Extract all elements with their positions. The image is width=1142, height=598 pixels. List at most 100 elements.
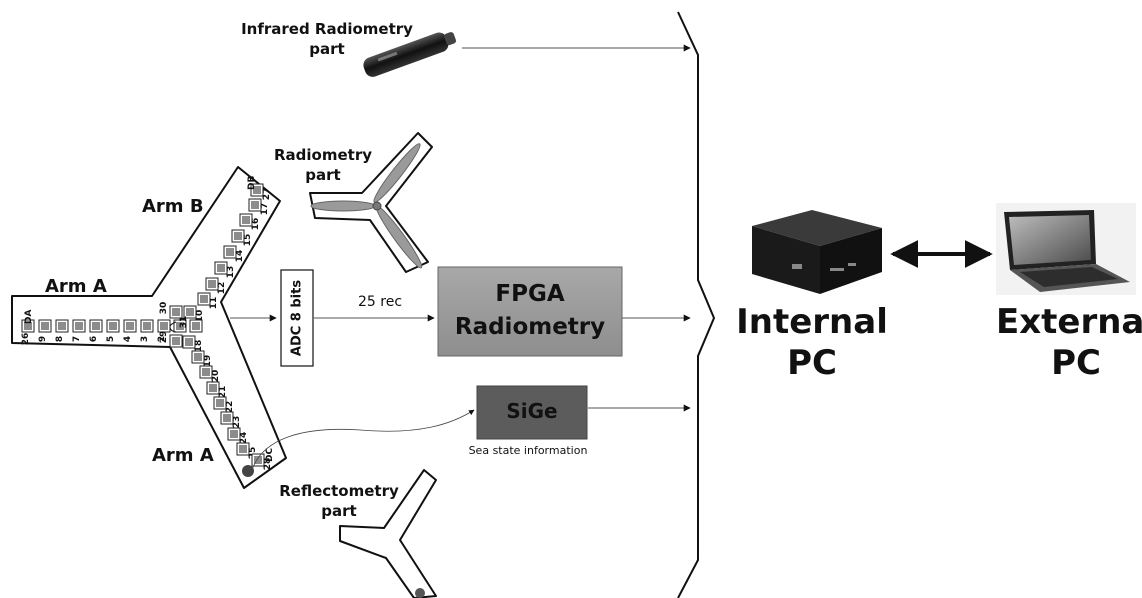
antenna-element: 3 [140,319,154,342]
antenna-element: 4 [123,319,137,342]
radiometry-label-line1: Radiometry [274,146,372,164]
sige-label: SiGe [506,399,557,423]
antenna-element: 26 [21,319,35,346]
antenna-element: 20 [199,365,221,382]
arm-c-marker: DC [265,448,275,462]
arm-a-top-label: Arm A [45,276,107,297]
sea-state-label: Sea state information [469,444,588,457]
antenna-element: 27 [250,183,272,201]
antenna-element: 6 [89,319,103,342]
reflectometry-label-line2: part [321,502,356,520]
antenna-element-number: 14 [235,250,245,263]
antenna-element: 11 [197,292,219,310]
antenna-element: 14 [223,245,245,263]
antenna-element: 10 [183,305,205,323]
infrared-radiometry-part: Infrared Radiometry part [241,20,691,77]
fpga-radiometry-block: FPGA Radiometry [437,266,623,357]
antenna-element-number: 13 [226,266,236,279]
antenna-element: 13 [214,261,236,279]
antenna-element: 17 [248,198,270,216]
antenna-element: 2 [157,319,171,342]
reflectometry-label-line1: Reflectometry [279,482,399,500]
antenna-element: 7 [72,319,86,342]
antenna-element-number: 2 [157,336,167,342]
reflectometry-part: Reflectometry part [279,469,437,598]
antenna-element-number: 21 [218,386,228,399]
radiometry-blade-left [310,200,376,212]
antenna-element-number: 12 [217,282,227,295]
radiometry-label-line2: part [305,166,340,184]
laptop-icon [996,203,1136,295]
infrared-radiometer-icon [363,32,457,77]
antenna-element-number: 24 [239,432,249,445]
fpga-label-line2: Radiometry [455,314,605,340]
arm-b-label: Arm B [142,196,204,217]
adc-label: ADC 8 bits [290,280,305,356]
infrared-label-line1: Infrared Radiometry [241,20,413,38]
antenna-element-number: 17 [260,203,270,216]
reflectometry-feed-point [415,588,425,598]
antenna-element: 30 [159,302,183,319]
antenna-element-number: 6 [89,336,99,342]
fpga-label-line1: FPGA [495,281,564,307]
external-pc: External PC [996,203,1142,383]
antenna-element-number: 27 [262,188,272,201]
antenna-element: 19 [191,350,213,368]
antenna-element: 8 [55,319,69,342]
antenna-element-number: 3 [140,336,150,342]
antenna-element-number: 5 [106,336,116,342]
infrared-label-line2: part [309,40,344,58]
antenna-element: 18 [182,335,204,353]
antenna-element: 16 [239,213,261,231]
antenna-element-number: 7 [72,336,82,342]
antenna-element: 23 [220,411,242,429]
adc-block: ADC 8 bits [280,269,314,367]
antenna-element: 5 [106,319,120,342]
antenna-element-number: 18 [194,340,204,353]
internal-pc: Internal PC [736,210,888,383]
internal-pc-label-line2: PC [787,343,837,383]
antenna-element-number: 30 [159,302,169,315]
antenna-element-number: 10 [195,310,205,323]
antenna-element: 22 [213,396,235,414]
antenna-element-number: 25 [248,447,258,460]
antenna-element: 12 [205,277,227,295]
internal-pc-icon [752,210,882,294]
external-pc-label-line1: External [996,302,1142,342]
antenna-element-number: 29 [159,331,169,344]
arm-a-marker: DA [24,310,34,324]
reflectometry-outline [339,469,437,598]
antenna-element-number: 23 [232,416,242,429]
arm-b-marker: DB [247,176,257,190]
center-elements: 30 29 31 [159,302,203,348]
radiometry-hub [372,201,382,211]
antenna-element: 31 [179,316,203,333]
radiometry-blade-up [373,143,421,203]
antenna-element: 29 [159,331,183,348]
antenna-element: 21 [206,381,228,399]
antenna-element: 15 [231,229,253,246]
rec-label: 25 rec [358,294,402,310]
antenna-element: 24 [227,427,249,445]
antenna-element-number: 11 [209,297,219,310]
antenna-element-number: 9 [38,336,48,342]
antenna-element-number: 31 [179,316,189,329]
feed-to-sige-cable [251,409,475,471]
antenna-element-number: 28 [263,458,273,471]
sige-block: SiGe Sea state information [469,385,588,457]
antenna-element: 28 [251,453,273,471]
center-bracket [169,321,177,333]
antenna-element-number: 19 [203,355,213,368]
antenna-element-number: 26 [21,333,31,346]
antenna-element-number: 22 [225,401,235,414]
antenna-feed-point [242,465,254,477]
antenna-element-number: 8 [55,336,65,342]
antenna-element-number: 16 [251,218,261,231]
radiometry-part: Radiometry part [274,132,433,273]
arm-a-bottom-label: Arm A [152,445,214,466]
